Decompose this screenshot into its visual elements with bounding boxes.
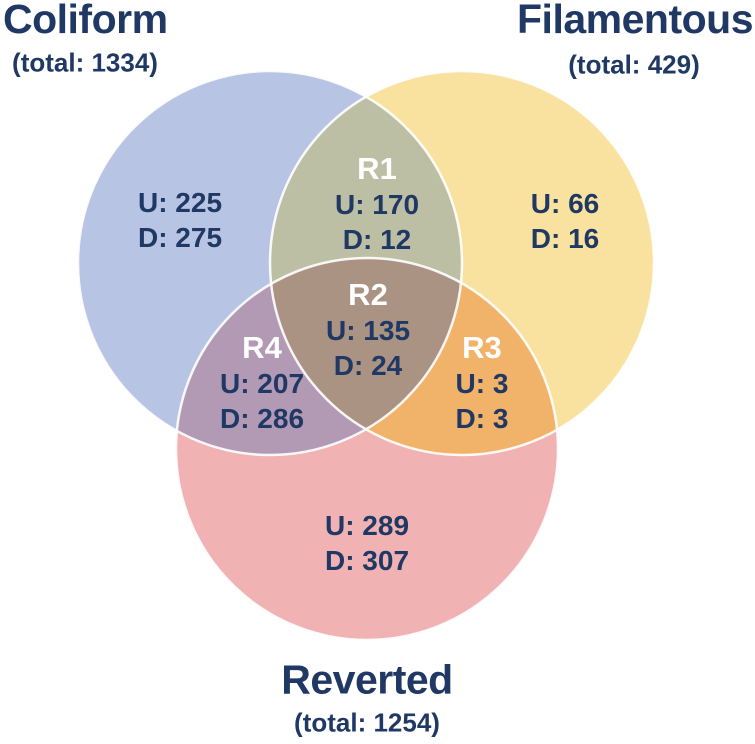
r4-region-label: R4	[242, 330, 282, 365]
filamentous-only-counts: U: 66 D: 16	[531, 186, 599, 256]
r2-down-count: D: 24	[333, 350, 403, 381]
r4-up-count: U: 207	[219, 368, 305, 399]
filamentous-circle-outline	[268, 69, 656, 457]
r2-region-label: R2	[348, 277, 388, 312]
filamentous-total: (total: 429)	[568, 49, 700, 80]
r4-region-counts: R4 U: 207 D: 286	[220, 330, 304, 436]
reverted-total: (total: 1254)	[294, 707, 440, 738]
r3-region-counts: R3 U: 3 D: 3	[456, 330, 509, 436]
filamentous-up-count: U: 66	[530, 188, 600, 219]
r2-up-count: U: 135	[325, 315, 411, 346]
coliform-total: (total: 1334)	[12, 47, 158, 78]
r1-up-count: U: 170	[334, 189, 420, 220]
r4-down-count: D: 286	[219, 403, 305, 434]
reverted-up-count: U: 289	[324, 510, 410, 541]
coliform-up-count: U: 225	[137, 187, 223, 218]
filamentous-title: Filamentous	[517, 0, 753, 42]
filamentous-down-count: D: 16	[530, 223, 600, 254]
r3-up-count: U: 3	[455, 368, 509, 399]
reverted-down-count: D: 307	[324, 545, 410, 576]
r3-region-label: R3	[462, 330, 502, 365]
coliform-only-counts: U: 225 D: 275	[138, 185, 222, 255]
reverted-only-counts: U: 289 D: 307	[325, 508, 409, 578]
r1-region-counts: R1 U: 170 D: 12	[335, 151, 419, 257]
reverted-title: Reverted	[281, 656, 453, 703]
coliform-circle-outline	[76, 69, 464, 457]
r1-down-count: D: 12	[342, 224, 412, 255]
reverted-circle-outline	[174, 256, 560, 642]
r1-region-label: R1	[357, 151, 397, 186]
coliform-title: Coliform	[3, 0, 168, 42]
r2-region-counts: R2 U: 135 D: 24	[326, 277, 410, 383]
coliform-down-count: D: 275	[137, 222, 223, 253]
r3-down-count: D: 3	[455, 403, 509, 434]
